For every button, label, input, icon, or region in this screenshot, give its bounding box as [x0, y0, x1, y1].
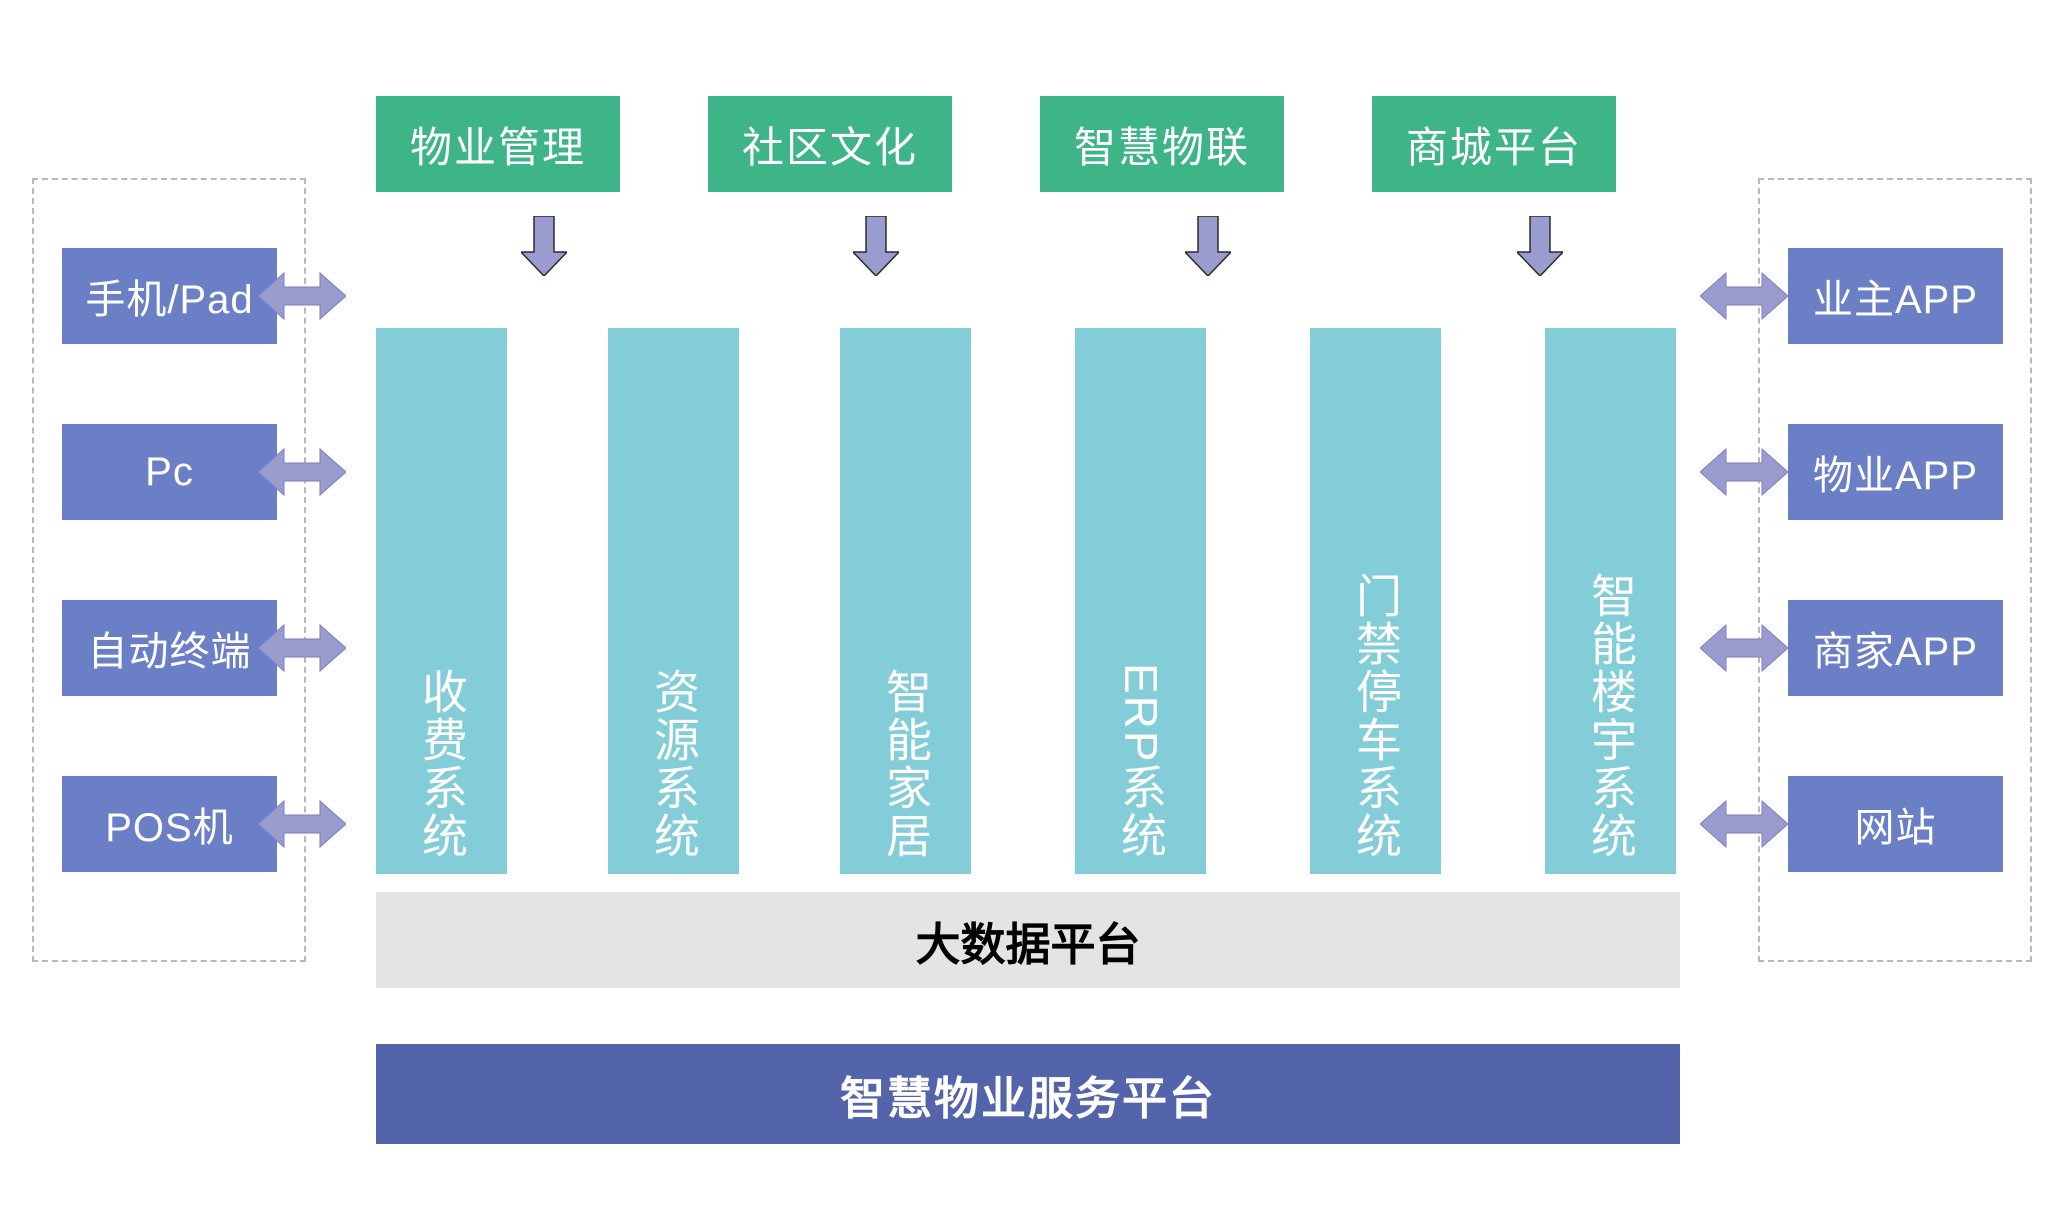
terminal-chip-2[interactable]: Pc — [62, 424, 277, 520]
capability-box-label: 商城平台 — [1405, 123, 1582, 171]
capability-box-4[interactable]: 商城平台 — [1372, 96, 1616, 192]
arrow-to-property-management-icon — [521, 216, 567, 276]
terminal-chip-label: Pc — [145, 449, 194, 494]
terminal-link-arrow-3-icon — [258, 621, 346, 675]
application-chip-2[interactable]: 物业APP — [1788, 424, 2003, 520]
capability-box-label: 物业管理 — [409, 123, 586, 171]
capability-box-1[interactable]: 物业管理 — [376, 96, 620, 192]
capability-box-label: 社区文化 — [741, 123, 918, 171]
big-data-platform-bar: 大数据平台 — [376, 892, 1680, 988]
arrow-to-community-culture-icon — [853, 216, 899, 276]
capability-box-2[interactable]: 社区文化 — [708, 96, 952, 192]
capability-box-3[interactable]: 智慧物联 — [1040, 96, 1284, 192]
terminal-chip-label: 手机/Pad — [85, 278, 254, 322]
application-chip-1[interactable]: 业主APP — [1788, 248, 2003, 344]
system-pillar-2[interactable]: 资源系统 — [608, 328, 739, 874]
terminal-chip-label: POS机 — [105, 806, 234, 850]
application-link-arrow-2-icon — [1700, 445, 1788, 499]
terminal-link-arrow-2-icon — [258, 445, 346, 499]
system-pillar-1[interactable]: 收费系统 — [376, 328, 507, 874]
terminal-chip-1[interactable]: 手机/Pad — [62, 248, 277, 344]
terminal-chip-label: 自动终端 — [87, 630, 252, 674]
left-terminal-group-frame — [32, 178, 306, 962]
smart-property-service-platform-label: 智慧物业服务平台 — [839, 1072, 1216, 1124]
system-pillar-label: 门禁停车系统 — [1349, 572, 1402, 860]
system-pillar-5[interactable]: 门禁停车系统 — [1310, 328, 1441, 874]
application-chip-label: 物业APP — [1812, 454, 1979, 498]
smart-property-service-platform-bar: 智慧物业服务平台 — [376, 1044, 1680, 1144]
application-chip-3[interactable]: 商家APP — [1788, 600, 2003, 696]
application-link-arrow-4-icon — [1700, 797, 1788, 851]
system-pillar-label: 智能楼宇系统 — [1584, 572, 1637, 860]
application-chip-4[interactable]: 网站 — [1788, 776, 2003, 872]
application-chip-label: 业主APP — [1812, 278, 1979, 322]
system-pillar-label: 智能家居 — [879, 668, 932, 860]
arrow-to-smart-iot-icon — [1185, 216, 1231, 276]
application-link-arrow-3-icon — [1700, 621, 1788, 675]
system-pillar-4[interactable]: ERP系统 — [1075, 328, 1206, 874]
capability-box-label: 智慧物联 — [1073, 123, 1250, 171]
system-pillar-label: ERP系统 — [1114, 663, 1167, 860]
arrow-to-mall-platform-icon — [1517, 216, 1563, 276]
application-chip-label: 商家APP — [1812, 630, 1979, 674]
application-link-arrow-1-icon — [1700, 269, 1788, 323]
terminal-link-arrow-4-icon — [258, 797, 346, 851]
big-data-platform-label: 大数据平台 — [915, 918, 1141, 970]
system-pillar-6[interactable]: 智能楼宇系统 — [1545, 328, 1676, 874]
system-pillar-3[interactable]: 智能家居 — [840, 328, 971, 874]
system-pillar-label: 资源系统 — [647, 668, 700, 860]
right-application-group-frame — [1758, 178, 2032, 962]
application-chip-label: 网站 — [1854, 806, 1937, 850]
terminal-chip-3[interactable]: 自动终端 — [62, 600, 277, 696]
terminal-chip-4[interactable]: POS机 — [62, 776, 277, 872]
system-pillar-label: 收费系统 — [415, 668, 468, 860]
terminal-link-arrow-1-icon — [258, 269, 346, 323]
